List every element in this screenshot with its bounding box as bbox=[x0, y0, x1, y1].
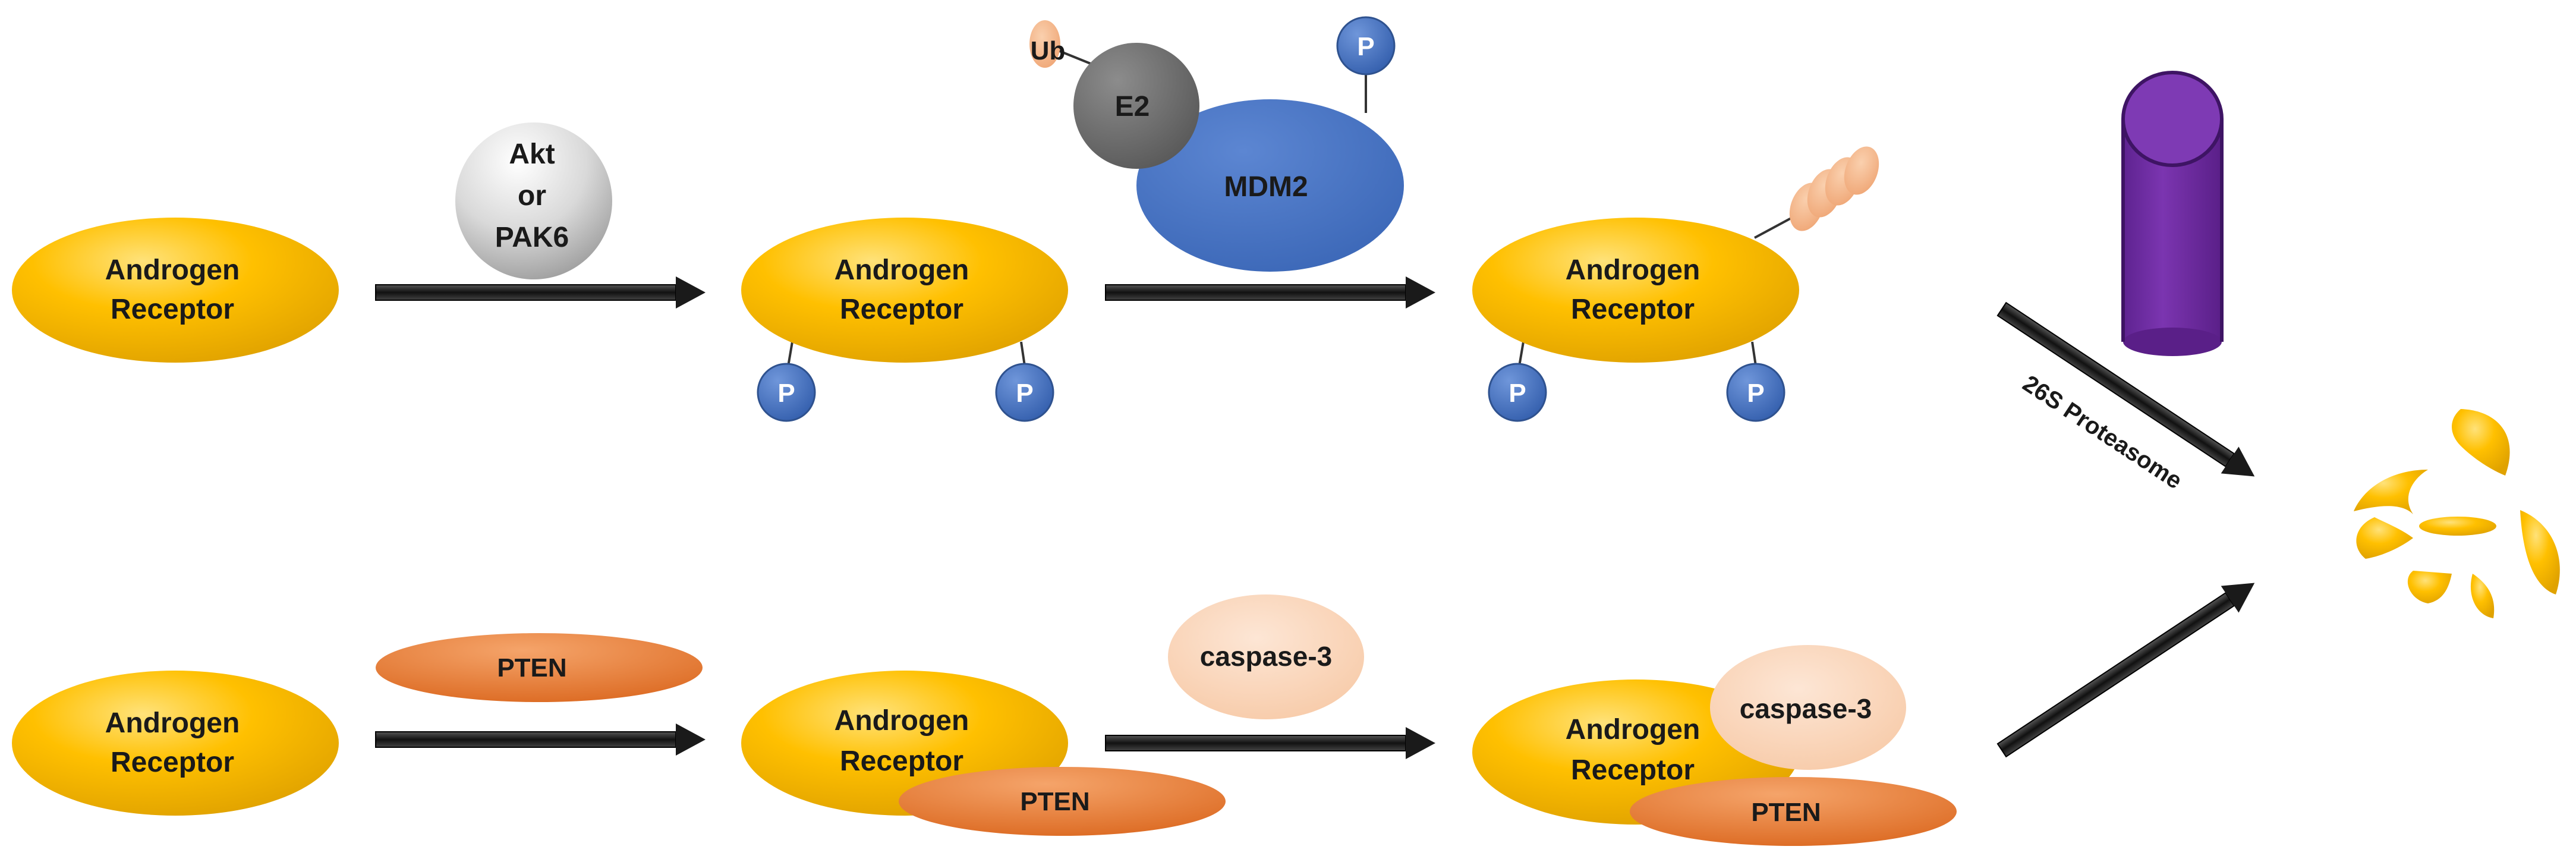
pten-bound-ar6-label: PTEN bbox=[1751, 798, 1821, 827]
arrow-pten-binding bbox=[375, 723, 706, 756]
pten-bound-ar5-label: PTEN bbox=[1020, 787, 1089, 816]
pten-bound-ar6: PTEN bbox=[1630, 777, 1957, 846]
arrow-caspase-binding bbox=[1105, 726, 1436, 760]
ar4-label-line2: Receptor bbox=[111, 747, 234, 778]
arrow-caspase-degradation bbox=[1996, 583, 2255, 758]
caspase-3-free: caspase-3 bbox=[1168, 594, 1364, 719]
kinase-label-line3: PAK6 bbox=[495, 222, 569, 253]
caspase-free-label: caspase-3 bbox=[1200, 641, 1333, 672]
androgen-receptor-5-pten-complex: Androgen Receptor PTEN bbox=[741, 671, 1226, 836]
pten-bound-ar5: PTEN bbox=[899, 767, 1226, 836]
mdm2: MDM2 bbox=[1136, 99, 1404, 272]
androgen-receptor-2-phosphorylated: Androgen Receptor P P bbox=[741, 218, 1068, 422]
ar2-label-line2: Receptor bbox=[840, 294, 963, 325]
degraded-ar-fragments bbox=[2354, 409, 2560, 618]
e2-label: E2 bbox=[1115, 91, 1150, 122]
akt-pak6-kinase: Akt or PAK6 bbox=[455, 122, 612, 279]
svg-text:P: P bbox=[1016, 379, 1033, 408]
ar1-label-line2: Receptor bbox=[111, 294, 234, 325]
phospho-group-ar2-left: P bbox=[757, 363, 816, 422]
ubiquitin: Ub bbox=[1029, 20, 1065, 68]
ar6-label-line2: Receptor bbox=[1571, 754, 1695, 786]
ar1-label-line1: Androgen bbox=[105, 254, 240, 286]
e2-enzyme: E2 bbox=[1073, 43, 1199, 169]
ar2-label-line1: Androgen bbox=[834, 254, 969, 286]
proteasome-26s bbox=[2121, 71, 2224, 356]
svg-text:P: P bbox=[1509, 379, 1526, 408]
kinase-label-line2: or bbox=[518, 180, 546, 212]
pten-free-label: PTEN bbox=[497, 653, 566, 682]
ar3-label-line2: Receptor bbox=[1571, 294, 1695, 325]
ar4-label-line1: Androgen bbox=[105, 707, 240, 739]
phospho-group-ar3-right: P bbox=[1726, 363, 1785, 422]
ar5-label-line1: Androgen bbox=[834, 705, 969, 737]
androgen-receptor-1: Androgen Receptor bbox=[12, 218, 339, 363]
phospho-group-ar3-left: P bbox=[1488, 363, 1547, 422]
caspase-bound-label: caspase-3 bbox=[1740, 693, 1872, 724]
svg-text:P: P bbox=[1357, 32, 1374, 61]
arrow-ubiquitination bbox=[1105, 276, 1436, 309]
phospho-group-mdm2: P bbox=[1336, 16, 1396, 75]
androgen-receptor-4: Androgen Receptor bbox=[12, 671, 339, 816]
phospho-group-ar2-right: P bbox=[995, 363, 1054, 422]
ar6-label-line1: Androgen bbox=[1566, 714, 1700, 745]
proteasome-label: 26S Proteasome bbox=[2018, 370, 2187, 494]
mdm2-e2-ubiquitin-complex: MDM2 E2 Ub P bbox=[1029, 16, 1404, 272]
ar5-label-line2: Receptor bbox=[840, 745, 963, 777]
polyubiquitin-chain bbox=[1789, 146, 1879, 231]
mdm2-label: MDM2 bbox=[1224, 171, 1308, 203]
caspase-3-bound: caspase-3 bbox=[1710, 645, 1906, 770]
svg-text:P: P bbox=[777, 379, 795, 408]
pten-free: PTEN bbox=[376, 633, 703, 702]
kinase-label-line1: Akt bbox=[509, 139, 555, 170]
androgen-receptor-3-ubiquitinated: Androgen Receptor P P bbox=[1472, 146, 1879, 422]
androgen-receptor-6-caspase-pten-complex: Androgen Receptor caspase-3 PTEN bbox=[1472, 645, 1957, 846]
ar3-label-line1: Androgen bbox=[1566, 254, 1700, 286]
svg-text:P: P bbox=[1747, 379, 1764, 408]
arrow-proteasome-degradation bbox=[1996, 301, 2255, 477]
ubiquitin-label: Ub bbox=[1031, 36, 1066, 65]
arrow-phosphorylation bbox=[375, 276, 706, 309]
